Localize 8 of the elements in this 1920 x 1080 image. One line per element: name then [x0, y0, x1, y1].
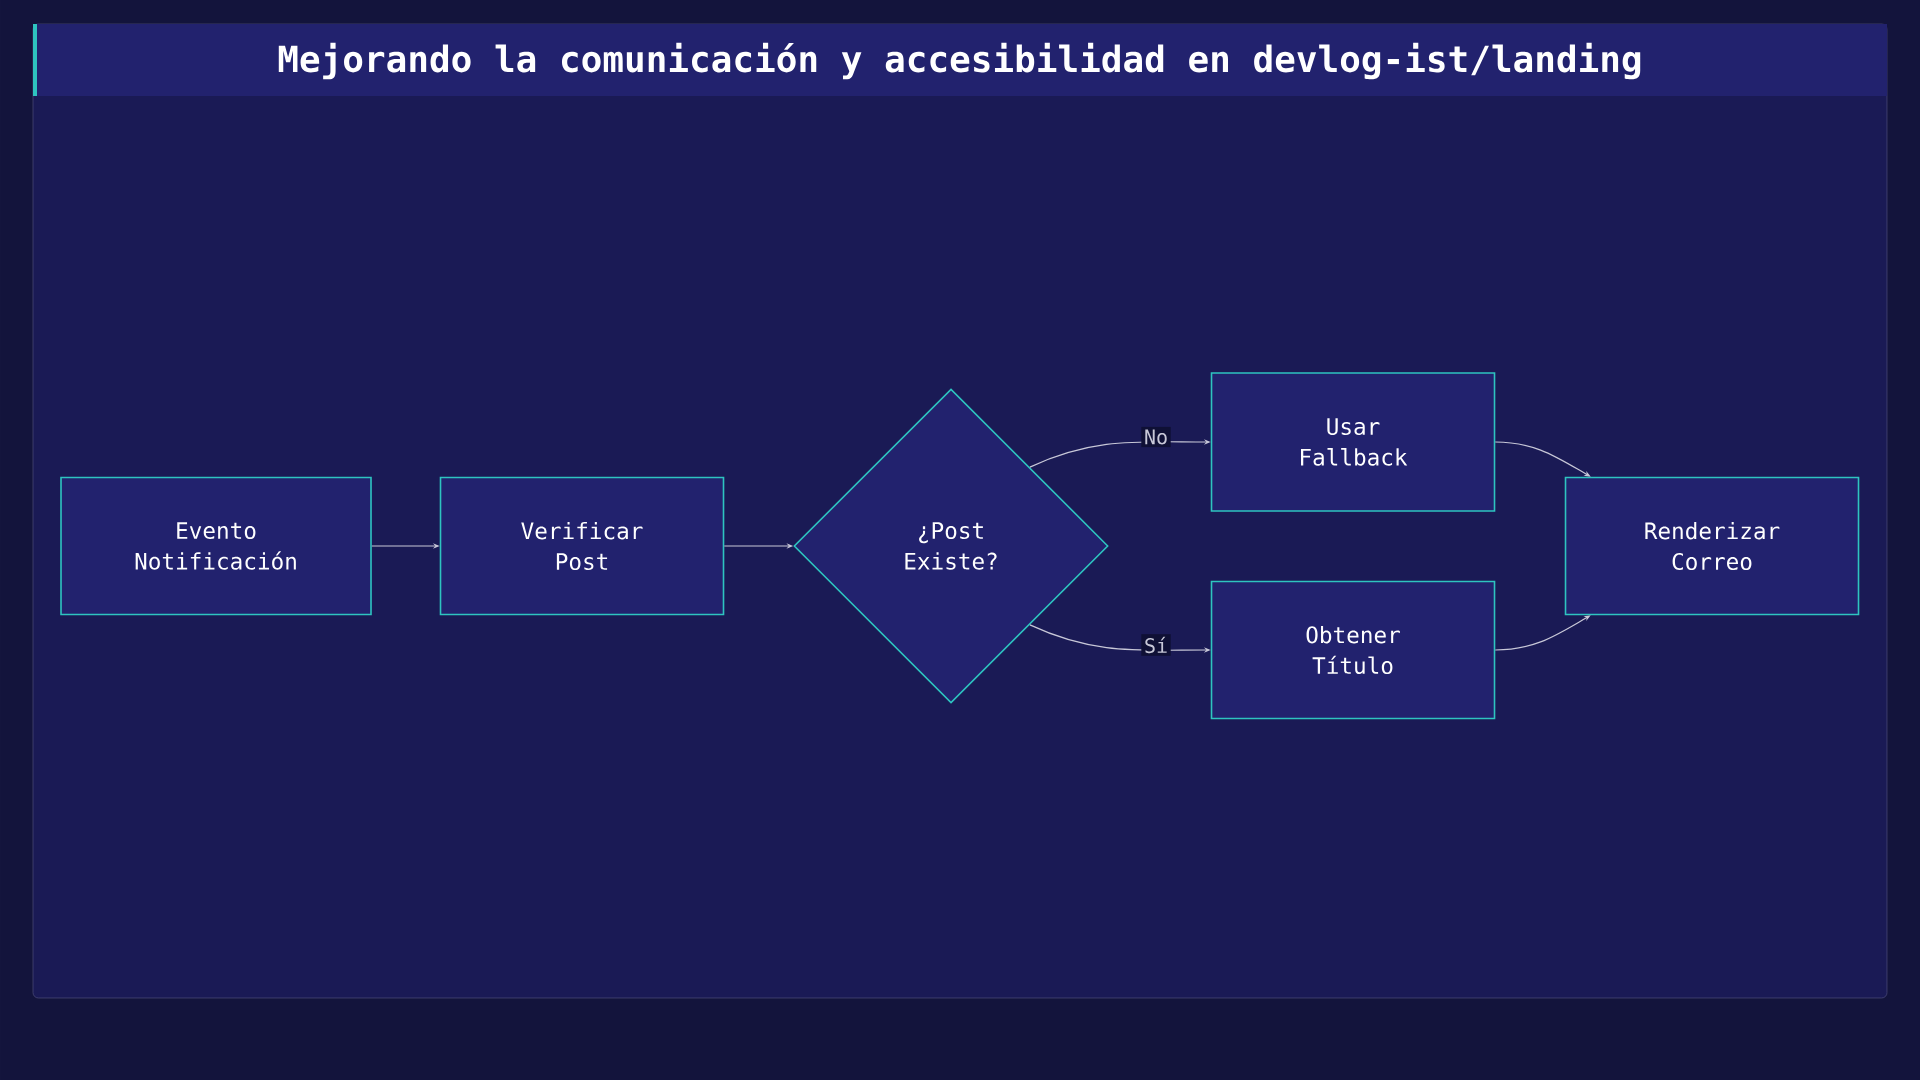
process-box: Obtener Título	[1210, 580, 1496, 720]
edge-label: Sí	[1141, 634, 1171, 656]
process-box: Verificar Post	[439, 476, 725, 616]
process-box: Usar Fallback	[1210, 372, 1496, 512]
edge-label: No	[1141, 426, 1171, 448]
title-bar: Mejorando la comunicación y accesibilidad en devlog-ist/landing	[33, 24, 1887, 96]
process-box: Evento Notificación	[60, 476, 372, 616]
process-box: Renderizar Correo	[1564, 476, 1860, 616]
